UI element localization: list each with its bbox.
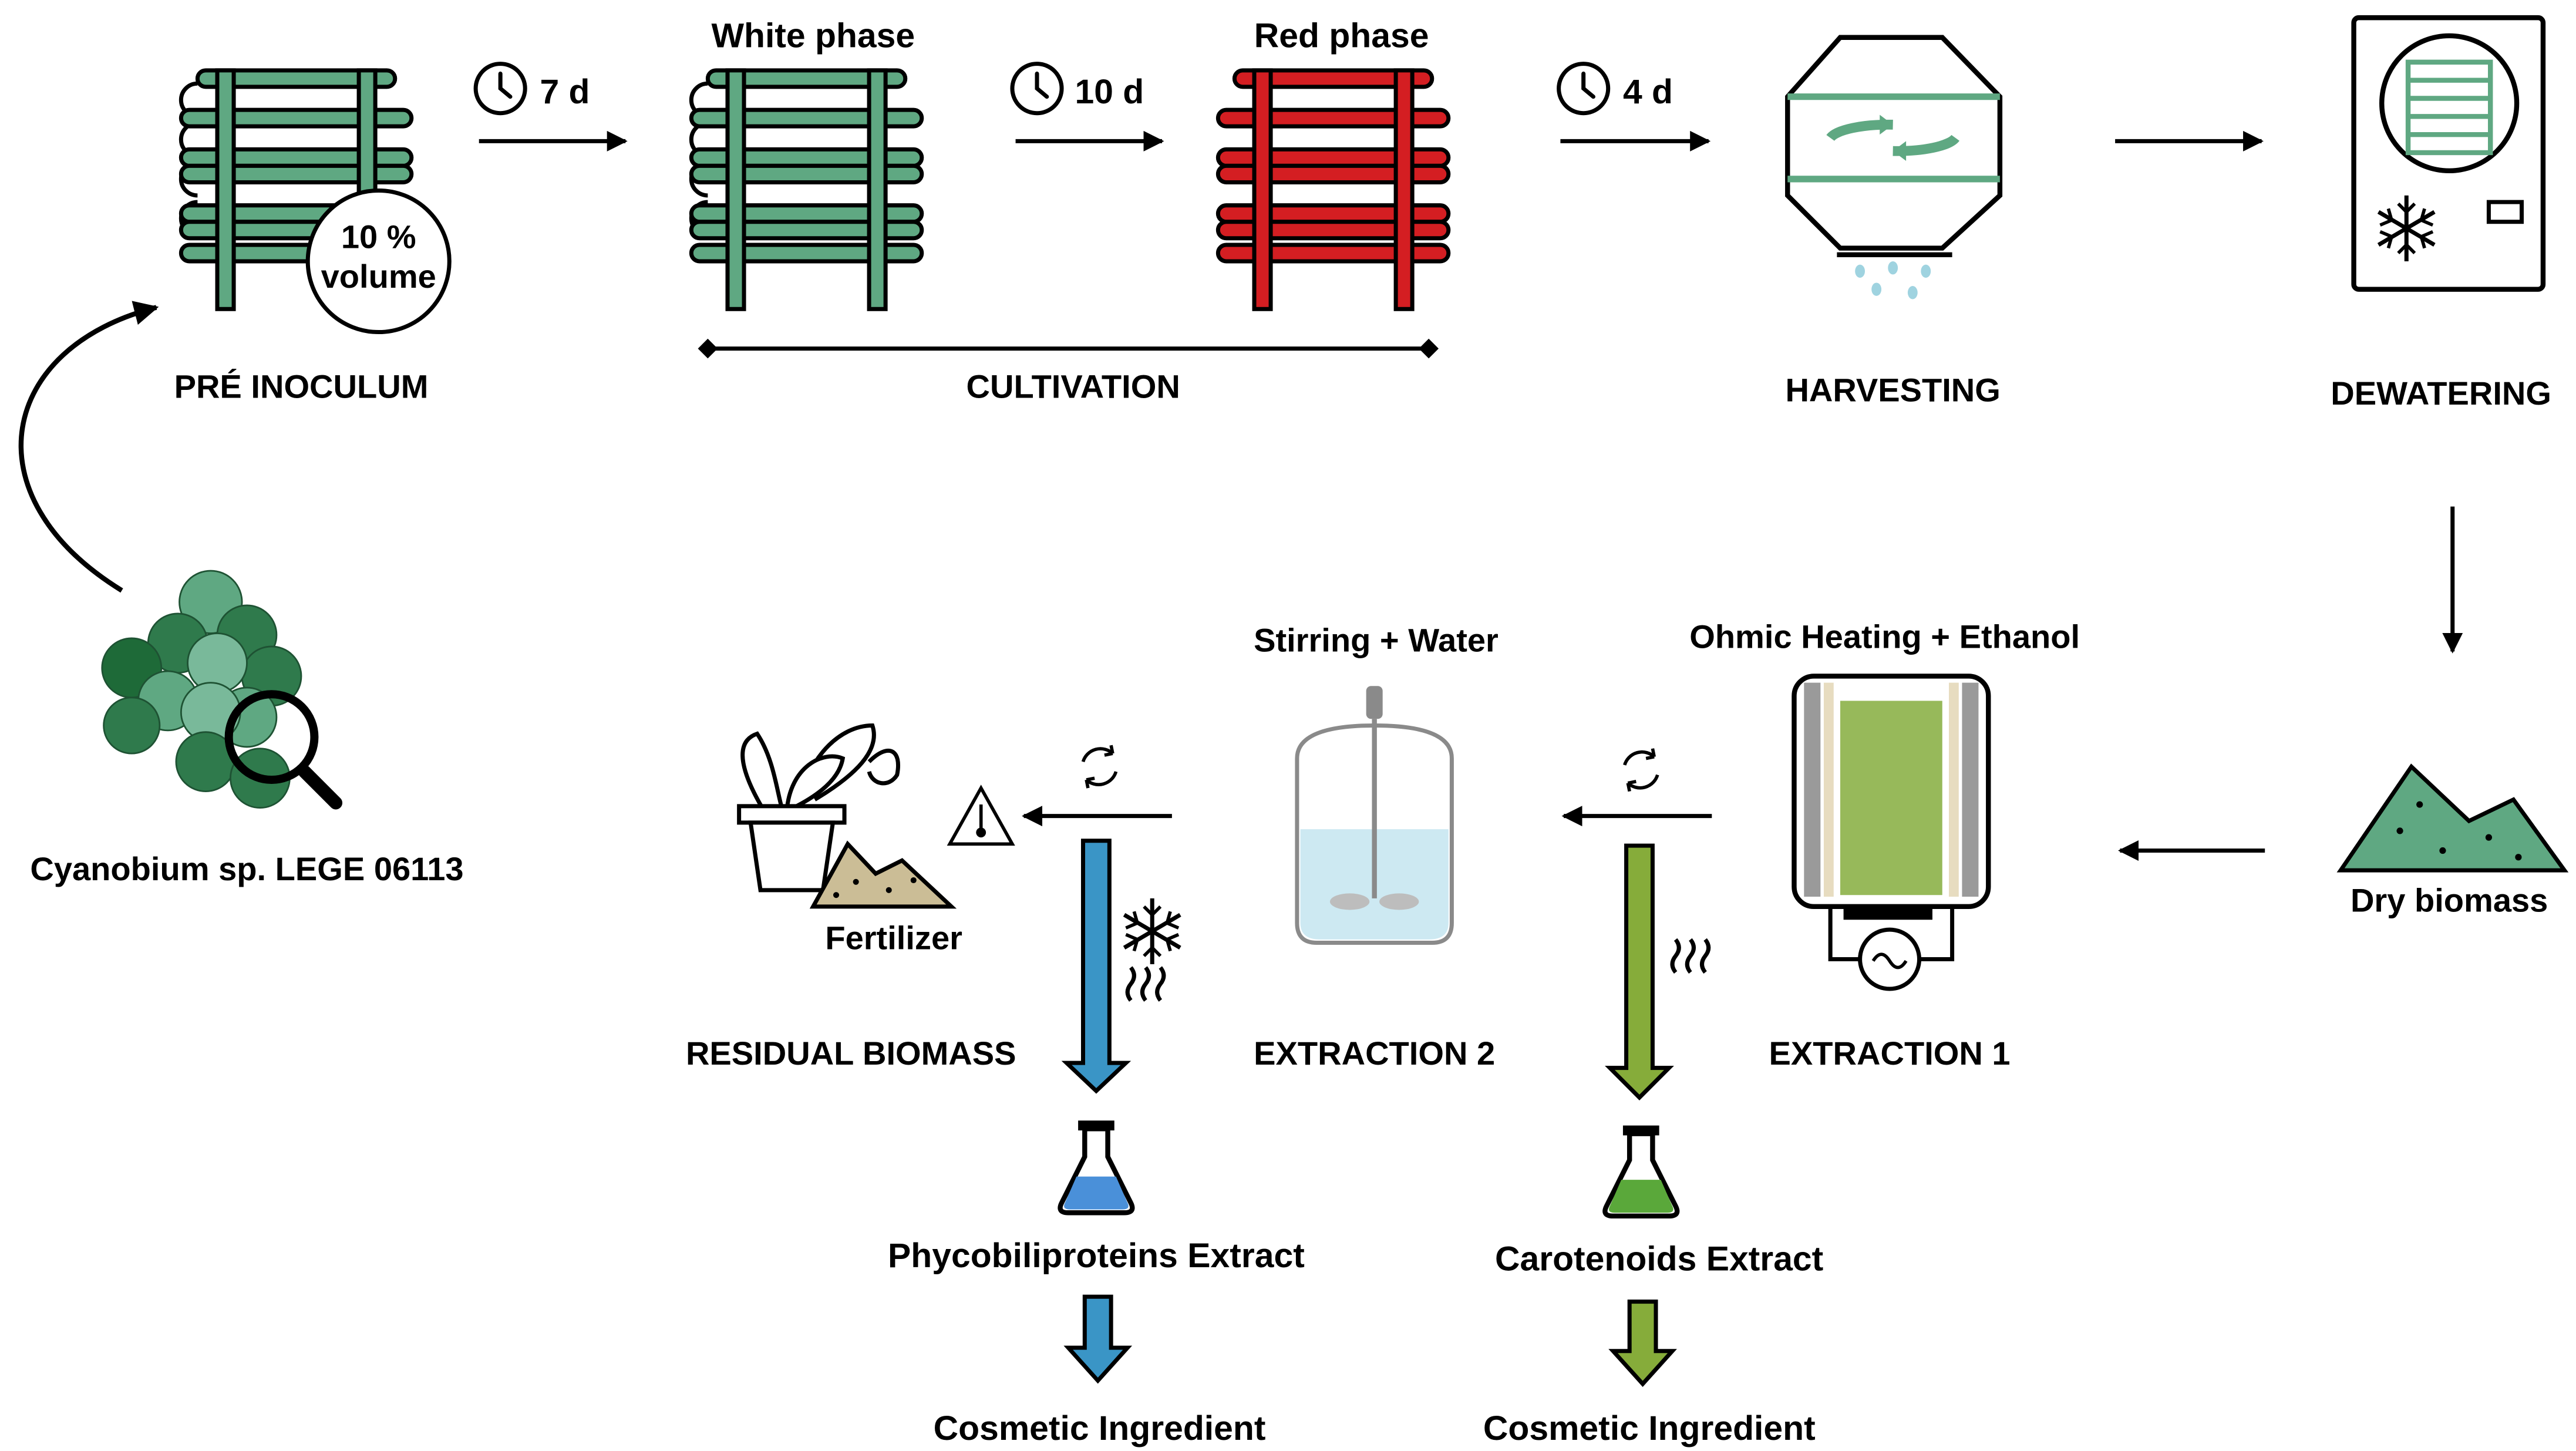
blue-arrow-cosmetic (1063, 1294, 1133, 1384)
cyanobacteria-cells-icon (101, 570, 302, 809)
erlenmeyer-flask-icon (1602, 1125, 1680, 1219)
recycle-icon (1625, 749, 1658, 792)
white-phase-pbr-icon (691, 70, 921, 309)
cultivation-label: CULTIVATION (967, 368, 1180, 405)
red-phase-label: Red phase (1254, 17, 1429, 55)
erlenmeyer-flask-icon (1058, 1120, 1135, 1216)
olive-arrow-down (1605, 843, 1674, 1100)
plant-pot-icon (737, 723, 900, 893)
recycle-icon (1083, 745, 1116, 788)
time-7-label: 7 d (540, 73, 590, 111)
cyanobium-label: Cyanobium sp. LEGE 06113 (30, 850, 463, 887)
cosmetic-ingredient-2-label: Cosmetic Ingredient (1483, 1409, 1816, 1447)
volume-percent-label: 10 % (341, 218, 416, 255)
harvesting-label: HARVESTING (1785, 371, 2000, 408)
heat-waves-icon (1127, 968, 1164, 1001)
magnifier-icon (224, 690, 343, 810)
time-10-label: 10 d (1075, 73, 1144, 111)
ohmic-heating-reactor-icon (1792, 674, 1991, 991)
carotenoids-extract-label: Carotenoids Extract (1495, 1240, 1823, 1278)
stirring-water-label: Stirring + Water (1254, 621, 1499, 658)
extraction-1-label: EXTRACTION 1 (1769, 1035, 2011, 1072)
stirred-tank-icon (1295, 686, 1454, 945)
red-phase-pbr-icon (1218, 70, 1448, 309)
time-4-label: 4 d (1623, 73, 1673, 111)
white-phase-label: White phase (711, 17, 915, 55)
ohmic-ethanol-label: Ohmic Heating + Ethanol (1689, 618, 2080, 655)
heat-waves-icon (1672, 940, 1709, 972)
dry-biomass-label: Dry biomass (2351, 881, 2548, 918)
clock-icon (1559, 64, 1608, 113)
phycobiliproteins-extract-label: Phycobiliproteins Extract (888, 1237, 1305, 1275)
fertilizer-label: Fertilizer (825, 920, 962, 957)
arrow-cyanobium-to-pre (18, 301, 159, 593)
cosmetic-ingredient-1-label: Cosmetic Ingredient (934, 1409, 1266, 1447)
extraction-2-label: EXTRACTION 2 (1254, 1035, 1495, 1072)
volume-word-label: volume (321, 258, 436, 295)
olive-arrow-cosmetic (1608, 1299, 1677, 1388)
fertilizer-pile-icon (809, 840, 957, 909)
clock-icon (476, 64, 525, 113)
residual-biomass-label: RESIDUAL BIOMASS (686, 1035, 1016, 1072)
blue-arrow-down (1061, 839, 1132, 1094)
biomass-pile-icon (2336, 763, 2569, 873)
warning-thermometer-icon (947, 785, 1015, 846)
freeze-dryer-icon (2351, 15, 2546, 292)
clock-icon (1012, 64, 1062, 113)
centrifuge-icon (1785, 35, 2003, 299)
dewatering-label: DEWATERING (2331, 375, 2551, 412)
pre-inoculum-label: PRÉ INOCULUM (174, 368, 429, 405)
snowflake-icon (1124, 898, 1180, 964)
pre-inoculum-pbr-icon (181, 70, 452, 335)
